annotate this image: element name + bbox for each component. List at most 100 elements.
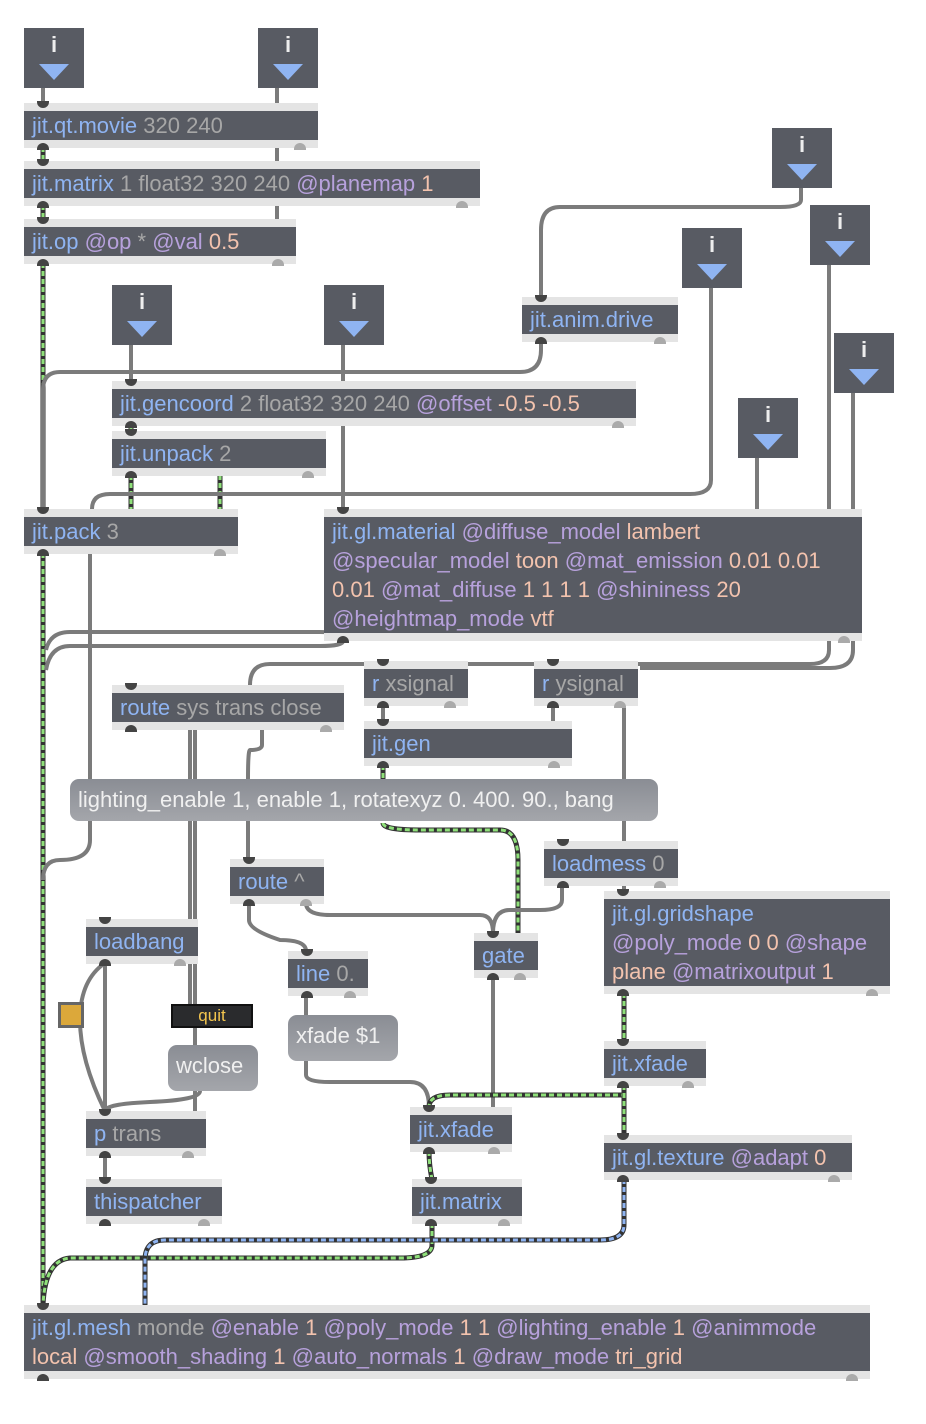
patch-cord[interactable] <box>103 1090 202 1112</box>
object-pack[interactable]: jit.pack 3 <box>24 507 238 556</box>
message-xfade[interactable]: xfade $1 <box>288 1015 398 1061</box>
integer-number-box[interactable]: i <box>112 285 172 345</box>
integer-number-box[interactable]: i <box>738 398 798 458</box>
outlet[interactable] <box>294 143 306 150</box>
texture-cord[interactable] <box>143 1179 626 1305</box>
inlet[interactable] <box>99 1177 111 1184</box>
outlet[interactable] <box>617 1081 629 1088</box>
outlet[interactable] <box>456 201 468 208</box>
patch-cord[interactable] <box>41 341 543 509</box>
object-texture[interactable]: jit.gl.texture @adapt 0 <box>604 1133 852 1182</box>
integer-number-box[interactable]: i <box>24 28 84 88</box>
object-mesh[interactable]: jit.gl.mesh monde @enable 1 @poly_mode 1… <box>24 1303 870 1381</box>
patch-cord[interactable] <box>304 1061 431 1108</box>
outlet[interactable] <box>99 1151 111 1158</box>
object-material[interactable]: jit.gl.material @diffuse_model lambert@s… <box>324 507 862 643</box>
inlet[interactable] <box>547 659 559 666</box>
object-line[interactable]: line 0. <box>288 949 368 998</box>
object-animdrive[interactable]: jit.anim.drive <box>522 295 678 344</box>
inlet[interactable] <box>99 917 111 924</box>
outlet[interactable] <box>243 899 255 906</box>
outlet[interactable] <box>866 989 878 996</box>
inlet[interactable] <box>617 1039 629 1046</box>
object-unpack[interactable]: jit.unpack 2 <box>112 429 326 478</box>
matrix-cord[interactable] <box>427 1085 626 1108</box>
outlet[interactable] <box>125 471 137 478</box>
object-route1[interactable]: route sys trans close <box>112 683 344 732</box>
outlet[interactable] <box>377 701 389 708</box>
inlet[interactable] <box>37 1303 49 1310</box>
patch-cord[interactable] <box>246 729 264 859</box>
inlet[interactable] <box>377 719 389 726</box>
outlet[interactable] <box>301 991 313 998</box>
integer-number-box[interactable]: i <box>258 28 318 88</box>
object-gen[interactable]: jit.gen <box>364 719 572 768</box>
integer-number-box[interactable]: i <box>772 128 832 188</box>
outlet[interactable] <box>828 1175 840 1182</box>
outlet[interactable] <box>548 761 560 768</box>
outlet[interactable] <box>614 701 626 708</box>
inlet[interactable] <box>617 1133 629 1140</box>
inlet[interactable] <box>37 217 49 224</box>
outlet[interactable] <box>99 959 111 966</box>
outlet[interactable] <box>846 1374 858 1381</box>
object-op[interactable]: jit.op @op * @val 0.5 <box>24 217 296 266</box>
inlet[interactable] <box>125 429 137 436</box>
outlet[interactable] <box>557 881 569 888</box>
outlet[interactable] <box>535 337 547 344</box>
object-gate[interactable]: gate <box>474 931 538 980</box>
toggle[interactable] <box>58 1002 84 1028</box>
object-loadmess[interactable]: loadmess 0 <box>544 839 678 888</box>
outlet[interactable] <box>617 989 629 996</box>
inlet[interactable] <box>377 659 389 666</box>
outlet[interactable] <box>654 337 666 344</box>
patch-cord[interactable] <box>491 885 564 934</box>
outlet[interactable] <box>198 1219 210 1226</box>
outlet[interactable] <box>300 899 312 906</box>
inlet[interactable] <box>301 949 313 956</box>
outlet[interactable] <box>182 1151 194 1158</box>
outlet[interactable] <box>682 1081 694 1088</box>
outlet[interactable] <box>344 991 356 998</box>
message-wclose[interactable]: wclose <box>168 1045 258 1091</box>
outlet[interactable] <box>214 549 226 556</box>
object-gencoord[interactable]: jit.gencoord 2 float32 320 240 @offset -… <box>112 379 636 428</box>
object-route2[interactable]: route ^ <box>230 857 324 906</box>
integer-number-box[interactable]: i <box>324 285 384 345</box>
outlet[interactable] <box>617 1175 629 1182</box>
inlet[interactable] <box>125 379 137 386</box>
outlet[interactable] <box>612 421 624 428</box>
outlet[interactable] <box>654 881 666 888</box>
outlet[interactable] <box>37 259 49 266</box>
patch-cord[interactable] <box>41 553 92 881</box>
outlet[interactable] <box>425 1219 437 1226</box>
outlet[interactable] <box>514 973 526 980</box>
inlet[interactable] <box>425 1177 437 1184</box>
inlet[interactable] <box>125 683 137 690</box>
object-ry[interactable]: r ysignal <box>534 659 638 708</box>
integer-number-box[interactable]: i <box>834 333 894 393</box>
outlet[interactable] <box>498 1219 510 1226</box>
inlet[interactable] <box>337 507 349 514</box>
patch-cord[interactable] <box>247 903 308 952</box>
patch-cord[interactable] <box>77 961 107 1112</box>
inlet[interactable] <box>423 1105 435 1112</box>
outlet[interactable] <box>444 701 456 708</box>
outlet[interactable] <box>99 1219 111 1226</box>
outlet[interactable] <box>377 761 389 768</box>
outlet[interactable] <box>320 725 332 732</box>
outlet[interactable] <box>37 201 49 208</box>
quit-message[interactable]: quit <box>171 1004 253 1028</box>
object-ptrans[interactable]: p trans <box>86 1109 206 1158</box>
inlet[interactable] <box>243 857 255 864</box>
patch-cord[interactable] <box>44 640 345 671</box>
outlet[interactable] <box>488 1147 500 1154</box>
outlet[interactable] <box>125 725 137 732</box>
object-loadbang[interactable]: loadbang <box>86 917 198 966</box>
outlet[interactable] <box>423 1147 435 1154</box>
outlet[interactable] <box>487 973 499 980</box>
inlet[interactable] <box>37 101 49 108</box>
object-xfade2[interactable]: jit.xfade <box>410 1105 512 1154</box>
message-lighting[interactable]: lighting_enable 1, enable 1, rotatexyz 0… <box>70 779 658 821</box>
outlet[interactable] <box>302 471 314 478</box>
